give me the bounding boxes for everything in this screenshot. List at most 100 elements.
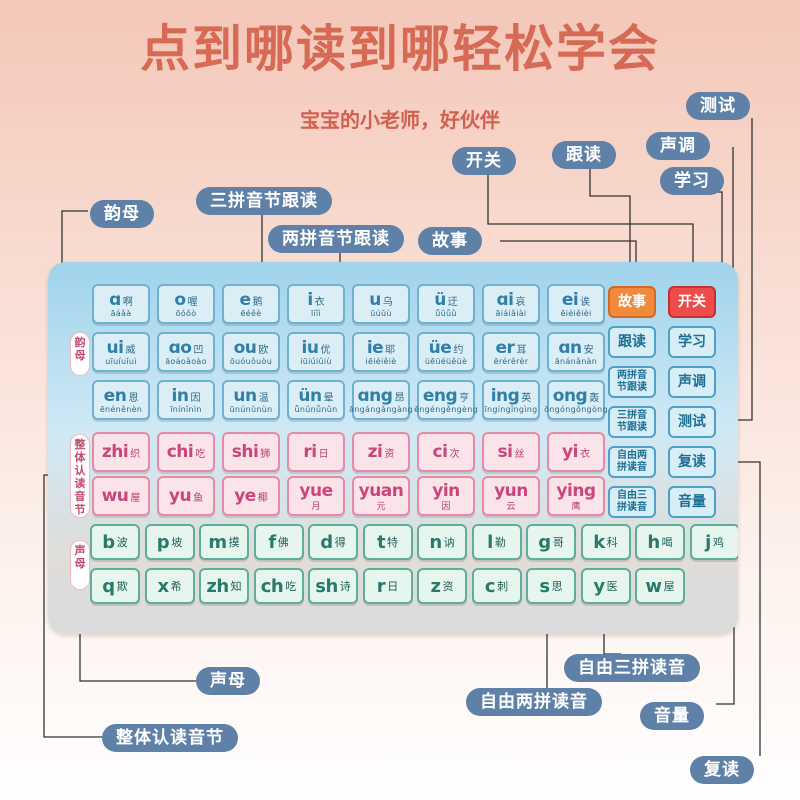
repeat-button[interactable]: 复读 — [668, 446, 716, 478]
tone-button[interactable]: 声调 — [668, 366, 716, 398]
key-hanzi: 因 — [441, 501, 451, 512]
key-hanzi: 希 — [170, 580, 182, 593]
key-pinyin: x — [157, 575, 169, 597]
callout-follow-read: 跟读 — [552, 141, 616, 169]
key-pinyin: y — [593, 575, 605, 597]
double-syllable-follow-button[interactable]: 两拼音节跟读 — [608, 366, 656, 398]
key-pinyin: m — [208, 531, 227, 553]
key-pinyin: iu — [301, 338, 319, 358]
power-button[interactable]: 开关 — [668, 286, 716, 318]
free-triple-read-button[interactable]: 自由三拼读音 — [608, 486, 656, 518]
free-double-read-button[interactable]: 自由两拼读音 — [608, 446, 656, 478]
key-pinyin: ün — [298, 386, 322, 406]
key-hanzi: 得 — [334, 536, 346, 549]
triple-syllable-follow-button[interactable]: 三拼音节跟读 — [608, 406, 656, 438]
story-button[interactable]: 故事 — [608, 286, 656, 318]
key-pinyin: in — [171, 386, 189, 406]
key-pinyin: ɑi — [496, 290, 515, 310]
key-hanzi: 凹 — [193, 344, 204, 356]
key-tones: üēüéüěüè — [424, 357, 468, 366]
volume-button[interactable]: 音量 — [668, 486, 716, 518]
learn-button[interactable]: 学习 — [668, 326, 716, 358]
key-pinyin: z — [430, 575, 441, 597]
key-hanzi: 吃 — [285, 580, 297, 593]
test-button[interactable]: 测试 — [668, 406, 716, 438]
key-pinyin: si — [497, 442, 513, 462]
follow-read-button[interactable]: 跟读 — [608, 326, 656, 358]
key-hanzi: 勒 — [494, 536, 506, 549]
key-pinyin: er — [495, 338, 515, 358]
key-hanzi: 欺 — [116, 580, 128, 593]
